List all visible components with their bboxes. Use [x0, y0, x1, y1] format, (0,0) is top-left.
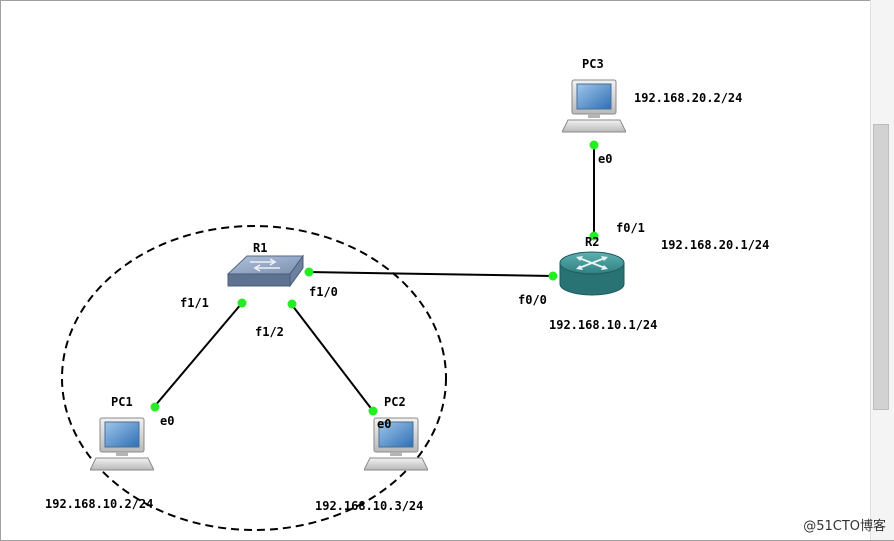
pc3-icon[interactable]: [562, 79, 626, 133]
pc2-name: PC2: [384, 395, 406, 409]
port-pc2-e0: [368, 406, 378, 416]
port-indicators: [150, 140, 599, 416]
switch-icon[interactable]: [226, 254, 304, 288]
watermark: @51CTO博客: [803, 519, 886, 534]
pc1-address: 192.168.10.2/24: [45, 497, 154, 511]
pc2-address: 192.168.10.3/24: [315, 499, 424, 513]
r1-name: R1: [253, 241, 268, 255]
port-r2-f0-0: [548, 271, 558, 281]
port-r1-f1-2: [287, 299, 297, 309]
port-r1-f1-0: [304, 267, 314, 277]
link-r1-pc1: [153, 302, 243, 408]
pc3-address: 192.168.20.2/24: [634, 91, 743, 105]
r1-f1-2-label: f1/2: [255, 325, 284, 339]
r1-f1-0-label: f1/0: [309, 285, 338, 299]
router-icon[interactable]: [559, 251, 625, 296]
pc1-e0-label: e0: [160, 414, 175, 428]
lan-boundary: [61, 225, 447, 531]
r2-f0-1-address: 192.168.20.1/24: [661, 238, 770, 252]
pc1-icon[interactable]: [90, 417, 154, 471]
port-r2-f0-1: [589, 231, 599, 241]
r2-f0-0-label: f0/0: [518, 293, 547, 307]
r2-f0-0-address: 192.168.10.1/24: [549, 318, 658, 332]
pc3-name: PC3: [582, 57, 604, 71]
pc2-icon[interactable]: [364, 417, 428, 471]
link-r1-pc2: [291, 304, 374, 412]
r2-name: R2: [585, 235, 600, 249]
port-r1-f1-1: [237, 298, 247, 308]
pc3-e0-label: e0: [598, 152, 613, 166]
scrollbar-thumb[interactable]: [873, 124, 889, 410]
port-pc3-e0: [589, 140, 599, 150]
r1-f1-1-label: f1/1: [180, 296, 209, 310]
pc2-e0-label: e0: [377, 417, 392, 431]
r2-f0-1-label: f0/1: [616, 221, 645, 235]
port-pc1-e0: [150, 402, 160, 412]
pc1-name: PC1: [111, 395, 133, 409]
link-r1-r2: [307, 271, 554, 277]
